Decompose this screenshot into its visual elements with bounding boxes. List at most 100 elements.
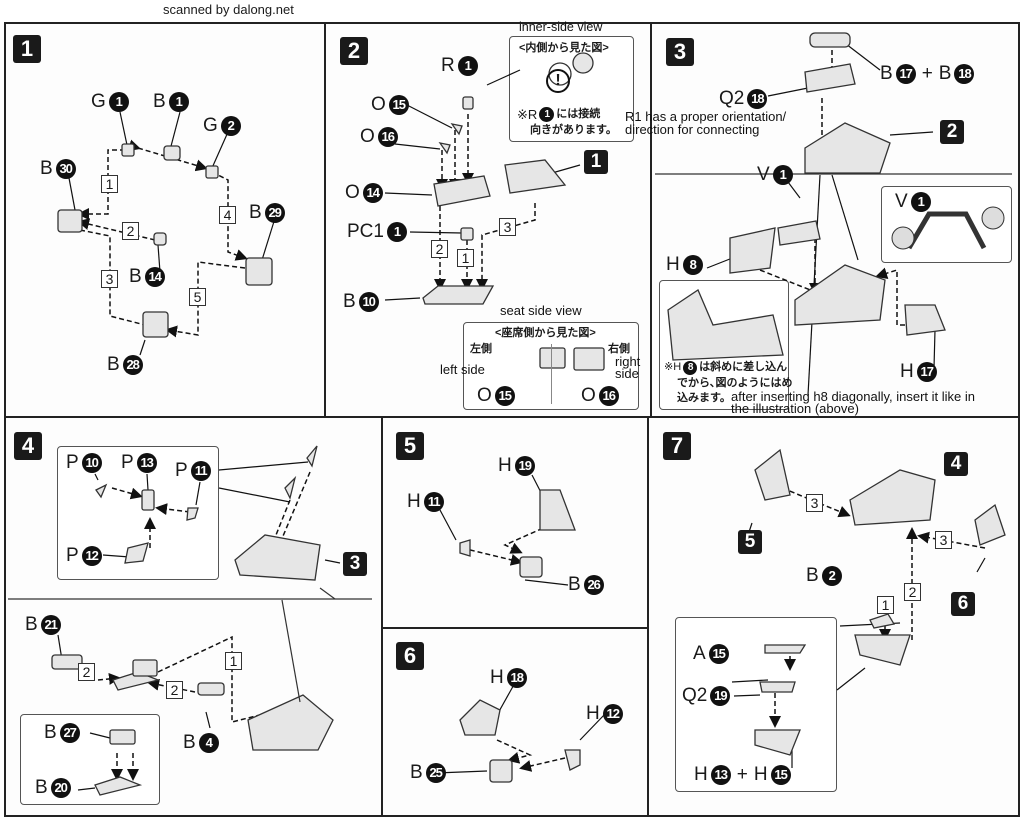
r1-orientation-translation: R1 has a proper orientation/ direction f… [625,109,787,137]
runner-letter: P [66,452,79,473]
part-number-badge: 1 [910,192,931,212]
part-number-badge: 25 [425,763,446,783]
right-side-translation: right side [615,354,641,381]
part-number-badge: 2 [220,116,241,136]
sequence-marker: 2 [431,240,448,258]
step-7-badge: 7 [663,432,691,460]
h8-insert-note-line3: 込みます。 [677,392,731,404]
runner-letter: R [441,55,455,76]
part-number-badge: 26 [583,575,604,595]
runner-letter: B [938,63,952,84]
inner-side-view-inset [509,36,634,142]
part-number-badge: 14 [362,183,383,203]
runner-letter: O [345,182,360,203]
inner-side-view-translation: inner-side view [519,20,603,34]
note-text: は斜めに差し込ん [699,361,788,373]
part-number-badge: 10 [81,453,102,473]
runner-letter: V [895,191,908,212]
sequence-marker: 1 [877,596,894,614]
seat-view-divider [551,344,552,404]
sequence-marker: 1 [101,175,118,193]
part-number-badge: 28 [122,355,143,375]
part-number-badge: 13 [710,765,731,785]
seat-side-view-title: <座席側から見た図> [495,327,596,339]
part-number-badge: 1 [539,107,555,122]
runner-letter: H [694,764,708,785]
runner-letter: B [568,574,581,595]
runner-letter: H [900,361,914,382]
part-number-badge: 8 [682,255,703,275]
runner-letter: B [25,614,38,635]
part-number-badge: 15 [388,95,409,115]
runner-letter: A [693,643,706,664]
step-3-badge: 3 [666,38,694,66]
left-side-translation: left side [440,362,485,377]
seat-side-view-translation: seat side view [500,303,582,318]
sequence-marker: 3 [101,270,118,288]
runner-letter: O [371,94,386,115]
runner-letter: PC1 [347,221,384,242]
step-5-reference-badge: 5 [738,530,762,554]
runner-letter: B [35,777,48,798]
part-number-badge: 19 [514,456,535,476]
step-2-reference-badge: 2 [940,120,964,144]
r1-orientation-note-line2: 向きがあります。 [530,124,617,136]
h8-insert-note-line2: でから､図のようにはめ [677,377,793,389]
plus-sign: + [921,63,933,84]
step-4-reference-badge: 4 [944,452,968,476]
part-number-badge: 15 [770,765,791,785]
runner-letter: G [203,115,218,136]
runner-letter: B [129,266,142,287]
sequence-marker: 3 [499,218,516,236]
note-prefix: ※H [664,361,682,373]
note-prefix: ※R [517,107,538,122]
inner-side-view-title: <内側から見た図> [519,42,609,54]
left-side-label-jp: 左側 [470,343,492,355]
part-number-badge: 17 [895,64,916,84]
sequence-marker: 4 [219,206,236,224]
part-number-badge: 16 [377,127,398,147]
runner-letter: P [66,545,79,566]
runner-letter: O [477,385,492,406]
h8-insert-translation: after inserting h8 diagonally, insert it… [731,389,975,416]
runner-letter: Q2 [719,88,745,109]
part-number-badge: 20 [50,778,71,798]
warning-icon: ! [546,69,570,93]
step-1-reference-badge: 1 [584,150,608,174]
scan-credit: scanned by dalong.net [163,2,294,17]
part-number-badge: 1 [386,222,407,242]
part-number-badge: 10 [358,292,379,312]
part-number-badge: 30 [55,159,76,179]
runner-letter: B [410,762,423,783]
step-2-badge: 2 [340,37,368,65]
part-number-badge: 2 [821,566,842,586]
runner-letter: G [91,91,106,112]
